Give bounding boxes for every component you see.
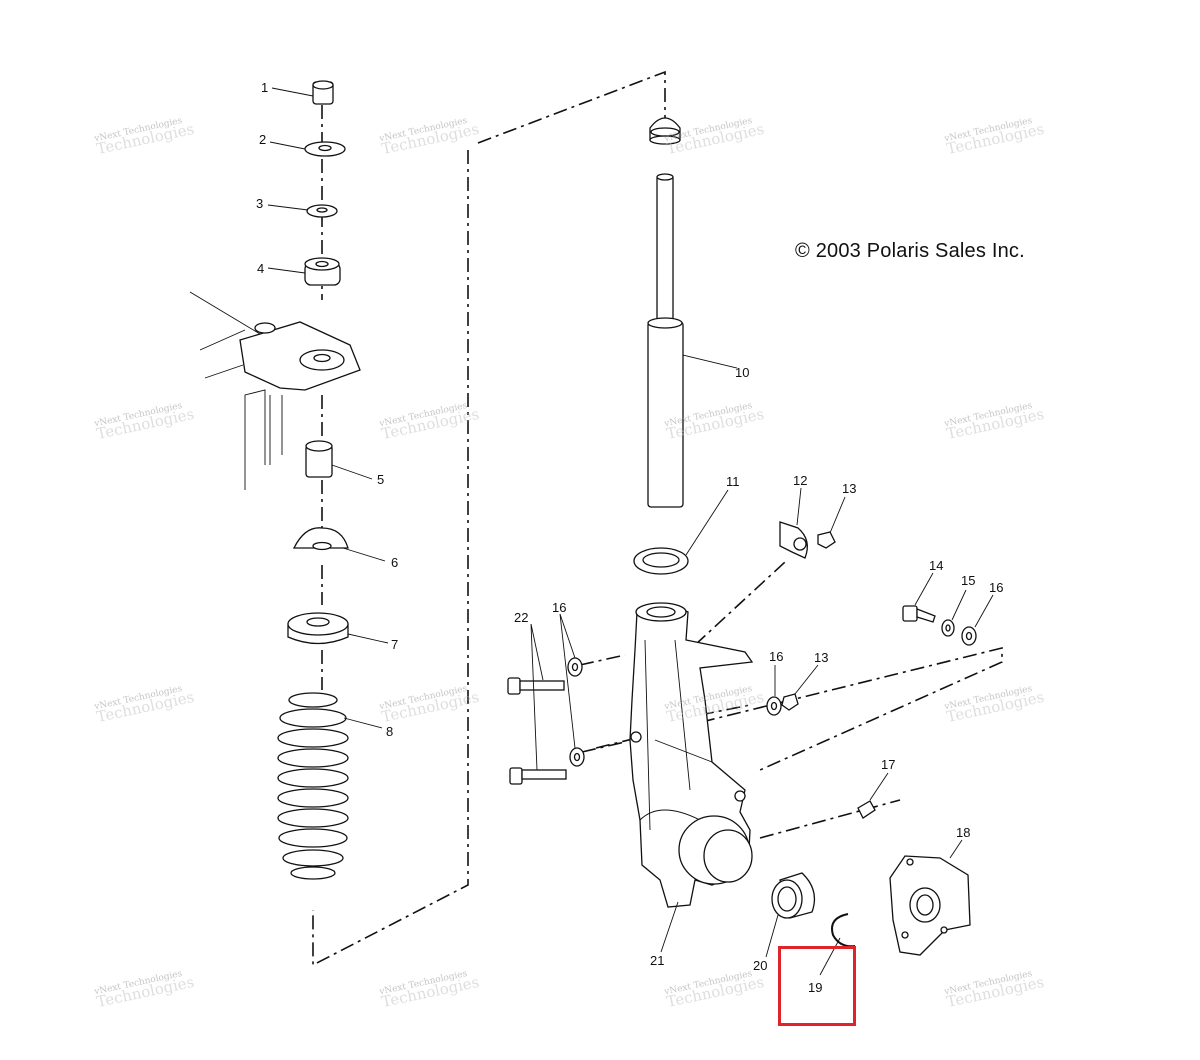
nut-part-13-lower (781, 693, 799, 711)
washer-part-2 (304, 141, 346, 157)
clip-part-12 (779, 521, 808, 559)
bolt-part-14 (902, 605, 936, 623)
steering-knuckle-part-21 (629, 602, 754, 908)
washer-part-16-upper-left (567, 657, 583, 677)
coil-spring-part-8 (277, 692, 349, 880)
callout-13-lower: 13 (814, 650, 828, 665)
callout-labels: 1 2 3 4 5 6 7 8 10 11 12 13 13 14 15 16 … (256, 80, 1003, 995)
callout-14: 14 (929, 558, 943, 573)
callout-21: 21 (650, 953, 664, 968)
snap-ring-part-19 (831, 913, 856, 948)
bushing-part-5 (305, 440, 333, 478)
bolt-part-22-upper (507, 677, 565, 695)
nut-part-1 (312, 80, 334, 105)
washer-part-16-right (961, 626, 977, 646)
callout-19: 19 (808, 980, 822, 995)
callout-16-mid: 16 (769, 649, 783, 664)
brake-caliper-part-18 (889, 855, 971, 956)
leader-lines (267, 87, 994, 976)
upper-mount-bracket (189, 291, 361, 490)
callout-12: 12 (793, 473, 807, 488)
callout-10: 10 (735, 365, 749, 380)
bushing-part-4 (304, 257, 341, 286)
callout-17: 17 (881, 757, 895, 772)
bolt-dash-lines (579, 654, 751, 753)
washer-part-16-lower-left (569, 747, 585, 767)
callout-2: 2 (259, 132, 266, 147)
bearing-part-20 (771, 872, 816, 919)
callout-8: 8 (386, 724, 393, 739)
assembly-dash-frame (312, 70, 666, 967)
bump-stop-part-9 (649, 117, 681, 145)
washer-part-15 (941, 619, 955, 637)
callout-5: 5 (377, 472, 384, 487)
copyright-notice: © 2003 Polaris Sales Inc. (795, 240, 1025, 262)
cup-part-6 (292, 527, 349, 551)
spring-seat-part-7 (287, 612, 349, 645)
callout-3: 3 (256, 196, 263, 211)
knuckle-dash-line (595, 646, 1003, 771)
callout-15: 15 (961, 573, 975, 588)
callout-22: 22 (514, 610, 528, 625)
washer-part-3 (306, 204, 338, 218)
callout-7: 7 (391, 637, 398, 652)
brake-dash-line (759, 799, 901, 839)
clip-dash-line (694, 561, 786, 646)
bolt-part-22-lower (509, 767, 567, 785)
callout-16-right: 16 (989, 580, 1003, 595)
callout-16-left: 16 (552, 600, 566, 615)
washer-part-16-mid (766, 696, 782, 716)
nut-part-13-upper (817, 531, 836, 549)
callout-13-upper: 13 (842, 481, 856, 496)
strut-part-10 (647, 173, 684, 508)
grease-fitting-part-17 (857, 800, 876, 819)
callout-20: 20 (753, 958, 767, 973)
callout-6: 6 (391, 555, 398, 570)
callout-4: 4 (257, 261, 264, 276)
callout-11: 11 (726, 474, 740, 489)
washer-part-11 (633, 547, 689, 575)
callout-1: 1 (261, 80, 268, 95)
part-19-highlight-box (778, 946, 856, 1026)
callout-18: 18 (956, 825, 970, 840)
